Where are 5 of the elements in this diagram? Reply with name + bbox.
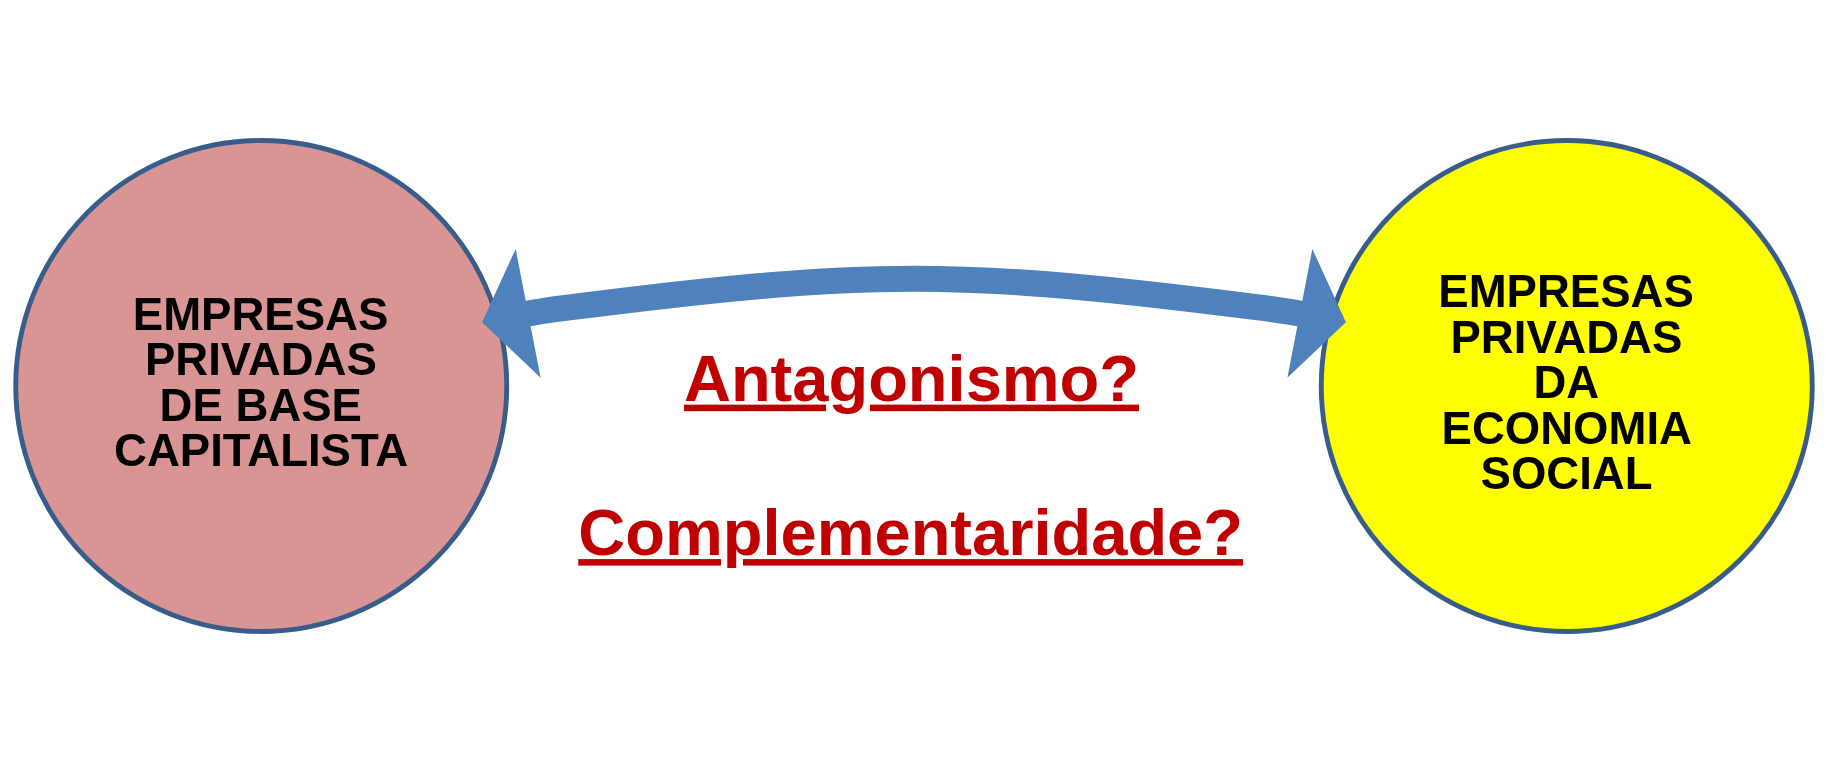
label: Complementaridade? bbox=[578, 496, 1244, 570]
node-circle: EMPRESAS PRIVADAS DE BASE CAPITALISTA bbox=[13, 138, 510, 634]
arrow bbox=[482, 248, 1346, 378]
label: Antagonismo? bbox=[683, 341, 1140, 415]
node-circle: EMPRESAS PRIVADAS DA ECONOMIA SOCIAL bbox=[1318, 138, 1815, 634]
